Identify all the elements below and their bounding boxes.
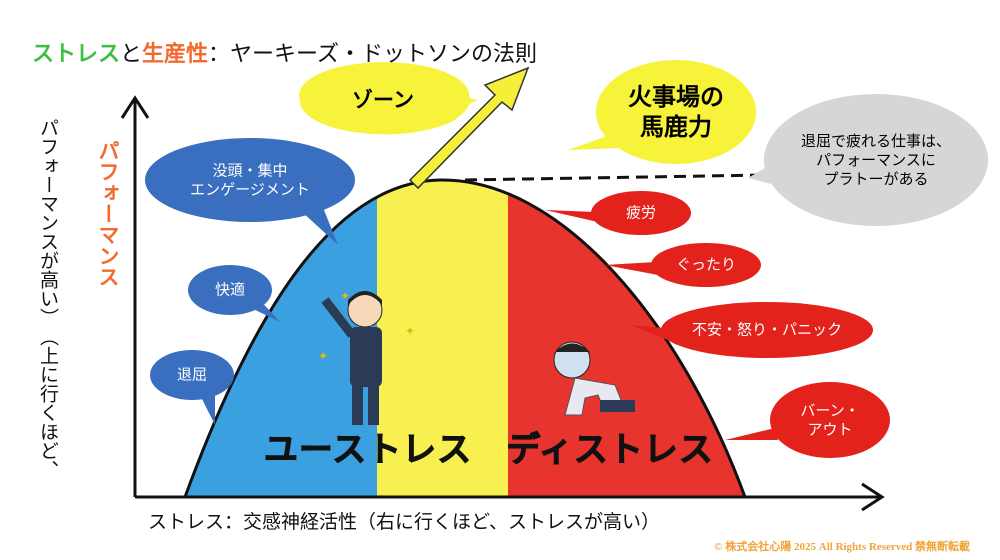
x-axis-arrowhead bbox=[861, 482, 885, 512]
distress-label: ディストレス bbox=[506, 429, 714, 470]
page-title: ストレスと生産性：ヤーキーズ・ドットソンの法則 bbox=[32, 36, 537, 68]
plateau-dashed-line bbox=[464, 173, 766, 182]
engagement-line-1: 没頭・集中 bbox=[212, 161, 288, 180]
y-axis-note-line-1: （上に行くほど、 bbox=[37, 327, 59, 479]
fatigue-text: 疲労 bbox=[625, 203, 657, 222]
plateau-line-3: プラトーがある bbox=[823, 169, 929, 188]
exhausted-bubble bbox=[651, 243, 761, 287]
fatigue-bubble bbox=[591, 191, 691, 235]
zone-arrow-icon bbox=[408, 66, 530, 190]
title-and: と bbox=[120, 42, 143, 67]
adrenaline-text: 火事場の馬鹿力 bbox=[628, 82, 724, 142]
exhausted-businessman-illustration bbox=[553, 341, 635, 416]
title-stress: ストレス bbox=[32, 42, 121, 67]
boredom-bubble bbox=[150, 350, 234, 400]
y-axis-note: （上に行くほど、 パフォーマンスが高い） bbox=[36, 118, 60, 479]
y-axis-label: パフォーマンス bbox=[96, 140, 120, 287]
svg-text:✦: ✦ bbox=[405, 324, 415, 338]
engagement-bubble bbox=[145, 138, 355, 222]
exhausted-text: ぐったり bbox=[675, 255, 737, 274]
boredom-text: 退屈 bbox=[176, 365, 208, 384]
anxiety-text: 不安・怒り・パニック bbox=[691, 320, 843, 339]
adrenaline-line-2: 馬鹿力 bbox=[640, 113, 712, 141]
burnout-line-1: バーン・ bbox=[800, 401, 860, 420]
burnout-bubble bbox=[770, 382, 890, 458]
svg-text:✦: ✦ bbox=[318, 349, 328, 363]
plateau-line-1: 退屈で疲れる仕事は、 bbox=[800, 131, 952, 150]
zone-text: ゾーン bbox=[352, 87, 414, 112]
svg-text:✦: ✦ bbox=[340, 289, 350, 303]
optimal-zone-yellow bbox=[377, 179, 508, 497]
inverted-u-curve bbox=[183, 178, 747, 498]
anxiety-bubble bbox=[661, 302, 873, 358]
title-productivity: 生産性 bbox=[142, 42, 209, 67]
burnout-text: バーン・アウト bbox=[800, 401, 859, 439]
y-axis-arrowhead bbox=[120, 95, 150, 119]
comfort-text: 快適 bbox=[214, 280, 246, 299]
plateau-text: 退屈で疲れる仕事は、パフォーマンスにプラトーがある bbox=[801, 132, 951, 188]
title-law: ：ヤーキーズ・ドットソンの法則 bbox=[208, 42, 537, 67]
adrenaline-bubble bbox=[596, 60, 756, 164]
x-axis-label: ストレス：交感神経活性（右に行くほど、ストレスが高い） bbox=[148, 511, 661, 533]
engagement-text: 没頭・集中エンゲージメント bbox=[190, 161, 310, 199]
y-axis-note-line-2: パフォーマンスが高い） bbox=[37, 118, 59, 327]
plateau-bubble bbox=[764, 94, 988, 226]
plateau-line-2: パフォーマンスに bbox=[816, 150, 936, 169]
copyright: © 株式会社心陽 2025 All Rights Reserved 禁無断転載 bbox=[714, 541, 970, 553]
adrenaline-line-1: 火事場の bbox=[628, 83, 724, 111]
engagement-line-2: エンゲージメント bbox=[190, 180, 310, 198]
confident-businessman-illustration: ✦ ✦ ✦ bbox=[318, 289, 415, 425]
eustress-label: ユーストレス bbox=[263, 429, 473, 470]
burnout-line-2: アウト bbox=[807, 420, 853, 438]
